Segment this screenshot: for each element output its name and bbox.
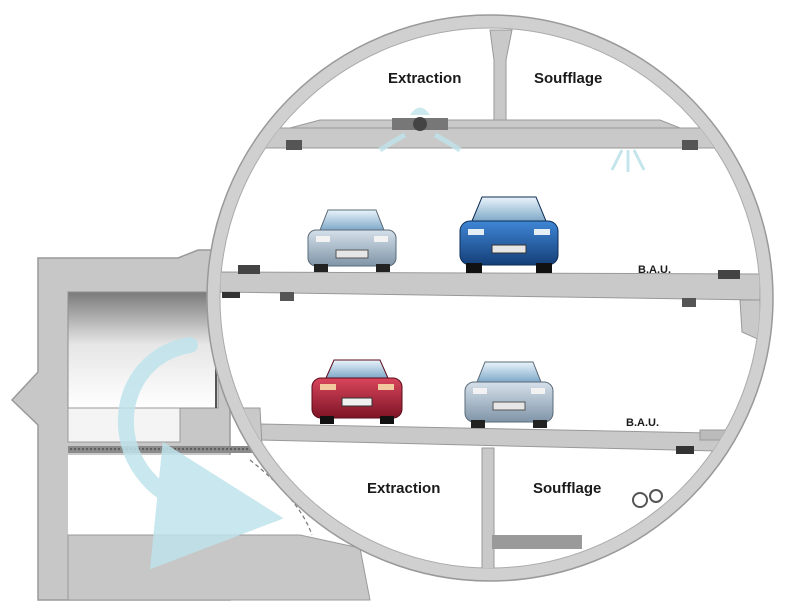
upper-bau-label: B.A.U.	[638, 264, 671, 276]
upper-extraction-label: Extraction	[388, 70, 462, 87]
car-upper-blue	[459, 196, 559, 273]
extraction-fan-icon	[378, 107, 462, 153]
supply-vent-icon	[610, 149, 646, 172]
airflow-arrow	[117, 337, 284, 570]
lower-extraction-label: Extraction	[367, 480, 441, 497]
lower-bau-label: B.A.U.	[626, 417, 659, 429]
upper-road-deck	[220, 271, 760, 301]
upper-soufflage-label: Soufflage	[534, 70, 603, 87]
lower-soufflage-label: Soufflage	[533, 480, 602, 497]
car-lower-silver	[464, 361, 554, 428]
car-upper-silver	[307, 209, 397, 272]
car-lower-red	[311, 359, 403, 424]
